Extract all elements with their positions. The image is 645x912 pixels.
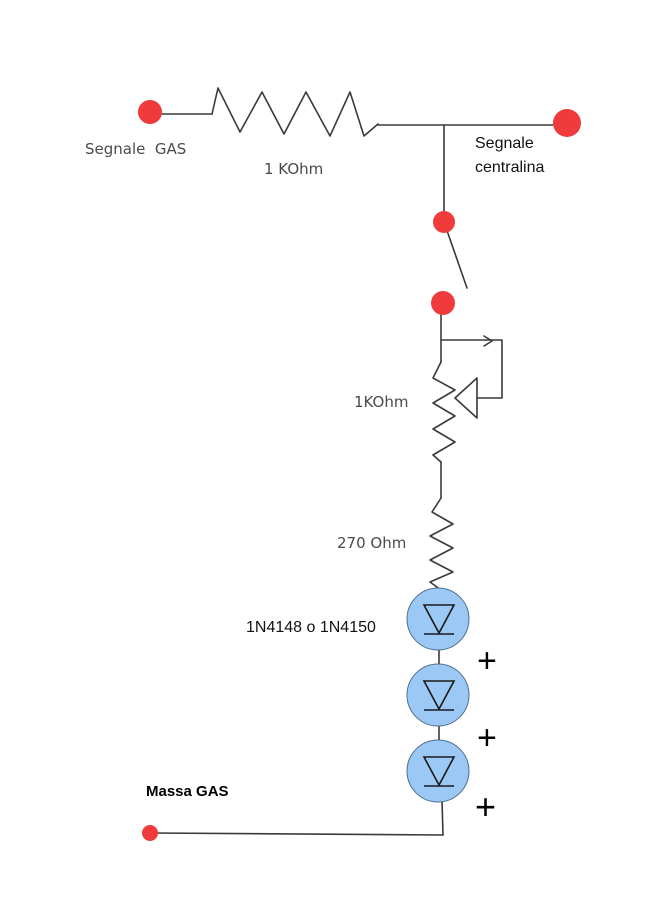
- potentiometer-icon: [432, 361, 456, 463]
- wire-ground: [149, 832, 444, 836]
- label-segnale-centralina-1: Segnale: [475, 135, 534, 152]
- terminal-massa-gas: [142, 825, 158, 841]
- diode-icon: [422, 680, 456, 711]
- label-resistor-270: 270 Ohm: [337, 534, 406, 552]
- label-segnale-gas: Segnale GAS: [85, 140, 186, 158]
- label-segnale-centralina-2: centralina: [475, 159, 544, 176]
- label-resistor-top: 1 KOhm: [264, 160, 323, 178]
- resistor-icon: [211, 87, 379, 137]
- terminal-switch-top: [433, 211, 455, 233]
- pot-wiper-wire: [440, 339, 503, 399]
- pot-wiper-triangle: [454, 377, 478, 419]
- label-diode-part: 1N4148 o 1N4150: [246, 619, 376, 636]
- diode-1: [406, 587, 470, 651]
- plus-sign-2: +: [477, 719, 497, 757]
- plus-sign-3: +: [475, 786, 496, 827]
- label-pot-value: 1KOhm: [354, 393, 409, 411]
- diode-icon: [422, 756, 456, 787]
- wire-diode3-ground: [441, 799, 444, 836]
- diode-3: [406, 739, 470, 803]
- terminal-segnale-centralina: [553, 109, 581, 137]
- terminal-switch-bottom: [431, 291, 455, 315]
- diode-icon: [422, 604, 456, 635]
- label-massa-gas: Massa GAS: [146, 783, 229, 800]
- terminal-segnale-gas: [138, 100, 162, 124]
- plus-sign-1: +: [477, 642, 497, 680]
- switch-icon: [443, 221, 468, 289]
- pot-wiper-arrowhead: [483, 335, 493, 347]
- resistor-270-icon: [429, 497, 454, 591]
- diode-2: [406, 663, 470, 727]
